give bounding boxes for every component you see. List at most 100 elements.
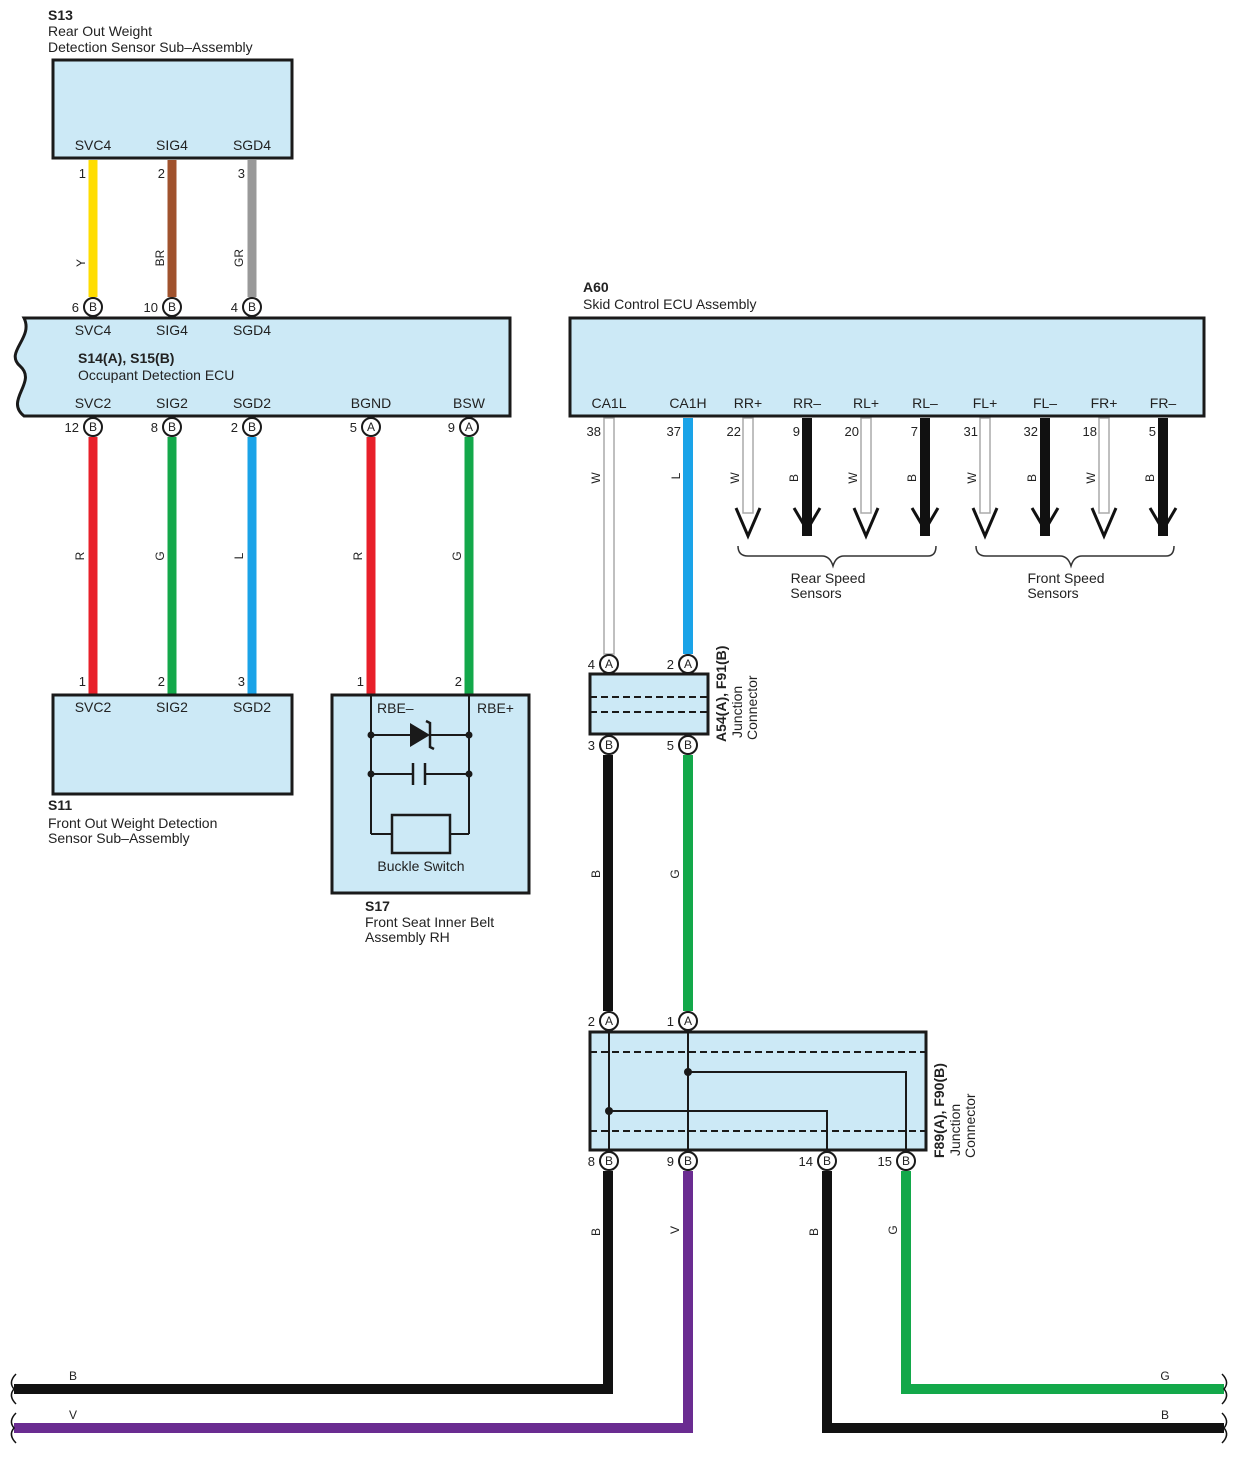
wire-code: B — [787, 474, 801, 482]
jc2-connectors: A 2 A 1 B 8 B 9 B 14 B 15 — [588, 1011, 916, 1171]
connector-code: A — [367, 420, 375, 434]
s17-pin-rbe-minus: RBE– — [377, 700, 414, 716]
wire-code: W — [1084, 472, 1098, 484]
jc1-line3: Connector — [744, 675, 760, 740]
jc2-line3: Connector — [962, 1093, 978, 1158]
buckle-switch-element — [390, 813, 452, 855]
wire-code: L — [232, 552, 246, 559]
connector-pin-number: 9 — [448, 420, 455, 435]
wire-code: Y — [74, 259, 88, 267]
wire-code: B — [905, 474, 919, 482]
s11-pin-sgd2: SGD2 — [233, 699, 271, 715]
wire-code: B — [1025, 474, 1039, 482]
s17-pin-number: 1 — [357, 674, 364, 689]
a60-pin-number: 9 — [793, 424, 800, 439]
speed-sensor-wires — [734, 417, 1178, 540]
a60-pin-number: 18 — [1083, 424, 1097, 439]
ecu-top-pin: SIG4 — [156, 322, 188, 338]
jc2-internal-wiring — [608, 1032, 907, 1150]
a60-pin: FR– — [1150, 395, 1177, 411]
wire-code: B — [589, 870, 603, 878]
jc1-box — [588, 672, 710, 736]
wire-code: G — [450, 551, 464, 560]
wire-code: W — [846, 472, 860, 484]
s13-pin-sig4: SIG4 — [156, 137, 188, 153]
ecu-top-connectors: B 6 B 10 B 4 — [72, 297, 262, 317]
s11-pin-number: 3 — [238, 674, 245, 689]
wire-v-left-bus — [14, 1171, 693, 1433]
connector-pin-number: 2 — [588, 1014, 595, 1029]
buckle-switch-circuit — [370, 695, 470, 835]
a60-pin-number: 7 — [911, 424, 918, 439]
junction-dot — [605, 1107, 613, 1115]
connector-code: B — [902, 1154, 910, 1168]
s11-pin-sig2: SIG2 — [156, 699, 188, 715]
wire-code: BR — [153, 249, 167, 266]
connector-pin-number: 8 — [151, 420, 158, 435]
a60-pin-labels: CA1L CA1H RR+ RR– RL+ RL– FL+ FL– FR+ FR… — [591, 395, 1176, 411]
connector-pin-number: 1 — [667, 1014, 674, 1029]
s17-name-line1: Front Seat Inner Belt — [365, 914, 494, 930]
connector-code: B — [823, 1154, 831, 1168]
s13-pin-sgd4: SGD4 — [233, 137, 271, 153]
ecu-bottom-pin: BGND — [351, 395, 391, 411]
ecu-name: Occupant Detection ECU — [78, 367, 234, 383]
ecu-bottom-pin: SGD2 — [233, 395, 271, 411]
ecu-box — [13, 316, 512, 418]
wire-code: B — [589, 1228, 603, 1236]
bus-break-marks — [10, 1373, 1228, 1444]
jc1-connectors: A 4 A 2 B 3 B 5 — [588, 654, 698, 755]
junction-dot — [465, 770, 473, 778]
connector-code: B — [605, 1154, 613, 1168]
a60-name: Skid Control ECU Assembly — [583, 296, 757, 312]
s17-name-line2: Assembly RH — [365, 929, 450, 945]
wire-b-right-bus — [822, 1171, 1224, 1433]
connector-pin-number: 10 — [144, 300, 158, 315]
rear-sensors-label: Sensors — [790, 585, 841, 601]
connector-pin-number: 12 — [65, 420, 79, 435]
wire-code: R — [73, 551, 87, 560]
connector-code: A — [684, 657, 692, 671]
ecu-bottom-pin: SVC2 — [75, 395, 112, 411]
a60-pin-number: 22 — [727, 424, 741, 439]
ecu-top-pin: SGD4 — [233, 322, 271, 338]
wire-w-ca1l — [603, 417, 615, 655]
jc2-id: F89(A), F90(B) — [931, 1063, 947, 1158]
s11-pin-number: 2 — [158, 674, 165, 689]
connector-pin-number: 2 — [667, 657, 674, 672]
wire-code: GR — [232, 249, 246, 267]
connector-code: A — [684, 1014, 692, 1028]
connector-code: B — [168, 300, 176, 314]
s13-name-line1: Rear Out Weight — [48, 23, 152, 39]
wire-code: G — [1160, 1369, 1169, 1383]
s11-id: S11 — [48, 797, 72, 813]
connector-pin-number: 4 — [231, 300, 238, 315]
junction-dot — [465, 731, 473, 739]
front-sensors-brace — [975, 545, 1175, 569]
s11-pin-number: 1 — [79, 674, 86, 689]
a60-box — [568, 316, 1206, 418]
connector-pin-number: 5 — [667, 738, 674, 753]
wire-b-left-bus — [14, 1171, 613, 1394]
wire-code: W — [965, 472, 979, 484]
s13-box — [51, 58, 294, 160]
a60-pin-number: 32 — [1024, 424, 1038, 439]
s11-name-line1: Front Out Weight Detection — [48, 815, 217, 831]
s13-pin-svc4: SVC4 — [75, 137, 112, 153]
wire-code: G — [153, 551, 167, 560]
wire-code: G — [668, 869, 682, 878]
connector-pin-number: 2 — [231, 420, 238, 435]
wire-code: B — [1161, 1408, 1169, 1422]
s17-pin-rbe-plus: RBE+ — [477, 700, 514, 716]
connector-code: A — [605, 1014, 613, 1028]
wire-code: V — [69, 1408, 77, 1422]
a60-pin-number: 38 — [587, 424, 601, 439]
wire-code: B — [69, 1369, 77, 1383]
a60-pin: CA1L — [591, 395, 626, 411]
a60-pin-number: 31 — [964, 424, 978, 439]
ecu-bottom-pin: SIG2 — [156, 395, 188, 411]
a60-pin: RL– — [912, 395, 938, 411]
wire-code: V — [668, 1226, 682, 1234]
rear-sensors-brace — [737, 545, 937, 569]
